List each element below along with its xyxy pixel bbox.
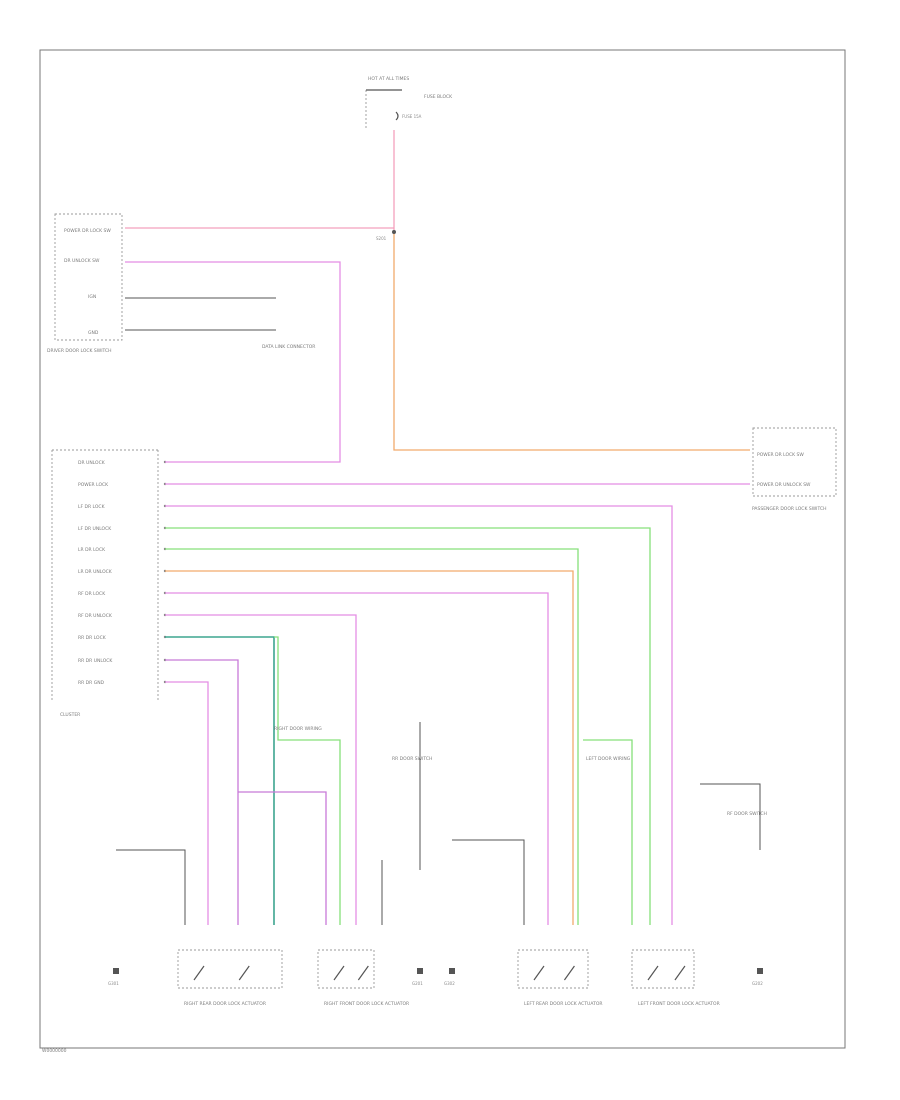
wire-lf-lock (165, 505, 673, 925)
fuse-block: HOT AT ALL TIMES FUSE BLOCK FUSE 15A (365, 76, 453, 130)
cluster-pin-label: POWER LOCK (78, 482, 109, 488)
driver-pin-label: IGN (88, 294, 96, 300)
diagram-frame (39, 49, 846, 1049)
ground-icon (113, 968, 119, 974)
cluster-pin-label: RF DR UNLOCK (78, 613, 113, 619)
ground-icon (449, 968, 455, 974)
wire-lr-unlock (165, 570, 574, 925)
door-lock-actuator: LEFT FRONT DOOR LOCK ACTUATOR G202 (631, 949, 763, 1007)
driver-switch-note: DATA LINK CONNECTOR (262, 344, 315, 350)
passenger-door-lock-switch: POWER DR LOCK SW POWER DR UNLOCK SW PASS… (752, 427, 837, 512)
driver-pin-label: POWER DR LOCK SW (64, 228, 111, 234)
ground-label: G301 (108, 981, 119, 986)
ground-label: G201 (412, 981, 423, 986)
door-lock-actuator: RIGHT REAR DOOR LOCK ACTUATOR G301 (108, 949, 283, 1007)
wire-lr-lock (165, 548, 579, 925)
driver-door-lock-switch: POWER DR LOCK SW DR UNLOCK SW IGN GND DR… (47, 213, 315, 354)
cluster-name: CLUSTER (60, 712, 80, 718)
wire-lr-gnd (452, 839, 525, 925)
switch-contact (563, 965, 575, 981)
wire-rr-lock (165, 659, 239, 925)
door-lock-actuator: LEFT REAR DOOR LOCK ACTUATOR G302 (444, 949, 603, 1007)
wire-lf-unlock (165, 527, 651, 925)
cluster-pin-label: RR DR UNLOCK (78, 658, 113, 664)
wire-dr-unlock (125, 261, 341, 463)
cluster-pin-label: DR UNLOCK (78, 460, 106, 466)
switch-contact (333, 965, 345, 981)
wiring-note: RF DOOR SWITCH (727, 811, 767, 817)
actuator-name: LEFT REAR DOOR LOCK ACTUATOR (524, 1001, 603, 1007)
switch-contact (357, 965, 369, 981)
wire-lf-gnd (700, 783, 761, 850)
actuator-name: LEFT FRONT DOOR LOCK ACTUATOR (638, 1001, 720, 1007)
actuator-body (177, 949, 283, 989)
switch-contact (238, 965, 250, 981)
fuse-hot-text: HOT AT ALL TIMES (368, 76, 409, 82)
fuse-box-label: FUSE BLOCK (424, 94, 453, 100)
wire-rf-lock (165, 614, 357, 925)
wire-rr-unlock (165, 681, 209, 925)
frame-code: W0000000 (42, 1048, 67, 1054)
passenger-pin-label: POWER DR LOCK SW (757, 452, 804, 458)
wire-lr-alt (165, 592, 549, 925)
passenger-switch-box (752, 427, 837, 497)
switch-contact (193, 965, 205, 981)
splice-dot (392, 230, 396, 234)
actuator-name: RIGHT REAR DOOR LOCK ACTUATOR (184, 1001, 266, 1007)
switch-contact (674, 965, 686, 981)
actuator-body (517, 949, 589, 989)
actuator-name: RIGHT FRONT DOOR LOCK ACTUATOR (324, 1001, 409, 1007)
wire-rr-gnd (116, 849, 186, 925)
actuator-body (317, 949, 375, 989)
ground-label: G302 (444, 981, 455, 986)
actuator-body (631, 949, 695, 989)
cluster-pin-label: RF DR LOCK (78, 591, 106, 597)
splice-label: S201 (376, 236, 387, 241)
passenger-pin-label: POWER DR UNLOCK SW (757, 482, 811, 488)
cluster-module: CLUSTER (51, 449, 160, 718)
driver-pin-label: GND (88, 330, 99, 336)
wire-rr-lock-b (238, 791, 327, 925)
wire-rf-unlock-green (274, 636, 341, 925)
ground-icon (757, 968, 763, 974)
driver-switch-name: DRIVER DOOR LOCK SWITCH (47, 348, 112, 354)
ground-icon (417, 968, 423, 974)
cluster-pin-label: RR DR LOCK (78, 635, 107, 641)
cluster-pin-label: LR DR UNLOCK (78, 569, 113, 575)
cluster-pin-label: LR DR LOCK (78, 547, 106, 553)
switch-contact (533, 965, 545, 981)
wire-rf-unlock-teal (165, 636, 275, 925)
wiring-note: LEFT DOOR WIRING (586, 756, 631, 762)
wire-orange-feed (393, 232, 750, 451)
cluster-pin-label: LF DR LOCK (78, 504, 106, 510)
ground-label: G202 (752, 981, 763, 986)
wiring-note: RR DOOR SWITCH (392, 756, 432, 762)
wire-lf-link (583, 739, 633, 925)
driver-pin-label: DR UNLOCK SW (64, 258, 100, 264)
wiring-note: RIGHT DOOR WIRING (274, 726, 322, 732)
switch-contact (647, 965, 659, 981)
passenger-switch-name: PASSENGER DOOR LOCK SWITCH (752, 506, 826, 512)
door-lock-actuator: RIGHT FRONT DOOR LOCK ACTUATOR G201 (317, 949, 423, 1007)
cluster-pin-label: RR DR GND (78, 680, 105, 686)
driver-switch-box (54, 213, 123, 341)
cluster-pin-label: LF DR UNLOCK (78, 526, 112, 532)
fuse-rating-label: FUSE 15A (402, 114, 422, 119)
